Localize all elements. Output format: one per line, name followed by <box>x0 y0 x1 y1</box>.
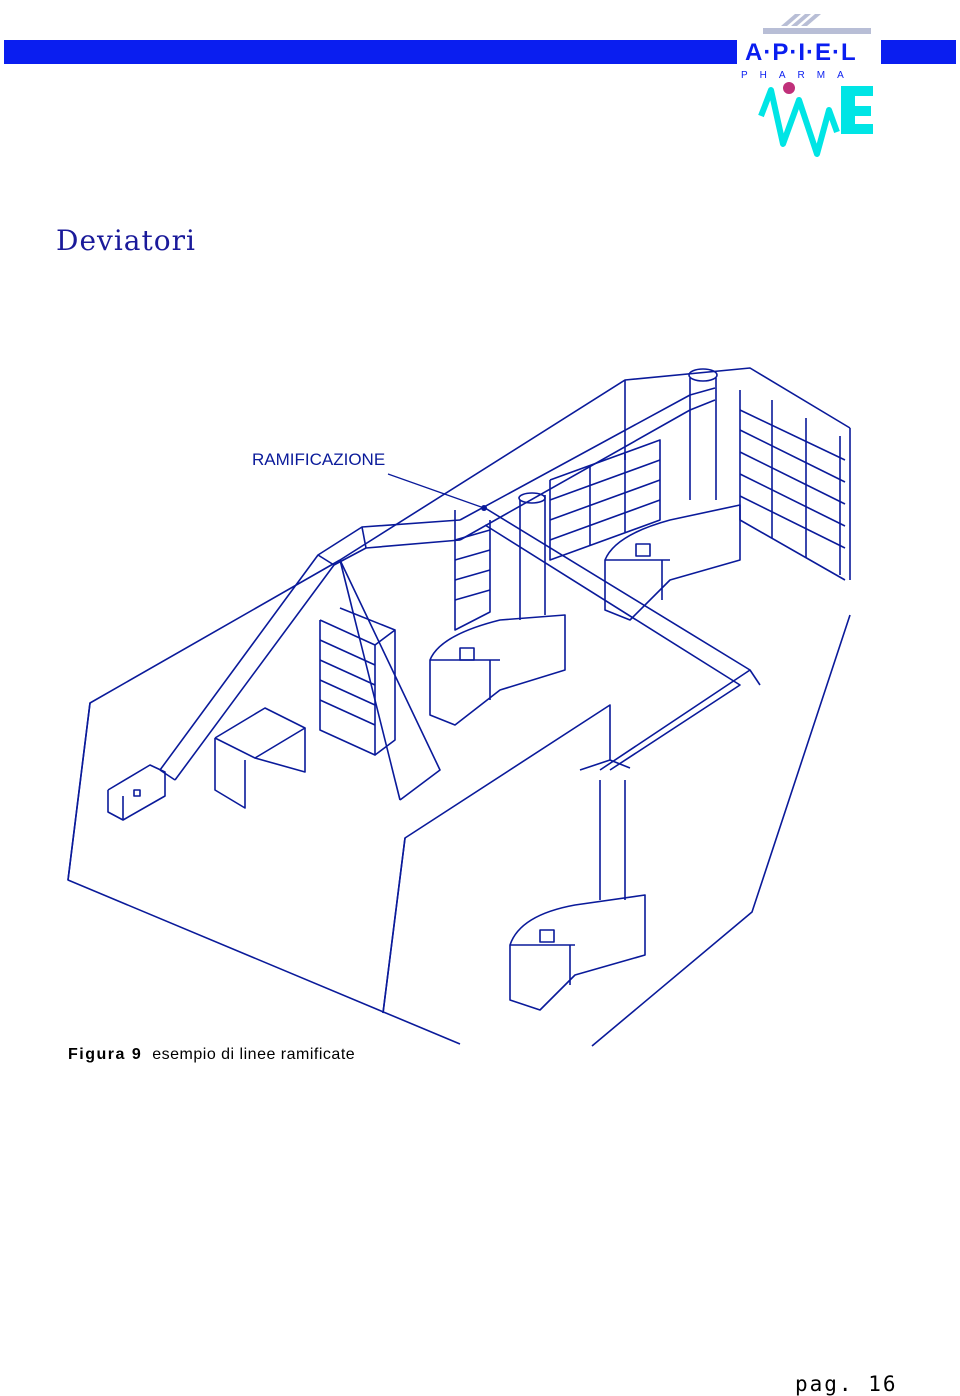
bench-front <box>509 894 646 1011</box>
logo-graphic: A·P·I·E·L PHARMA <box>741 14 873 157</box>
back-shelving <box>454 439 661 631</box>
figure-caption: Figura 9 esempio di linee ramificate <box>68 1046 355 1064</box>
page-title: Deviatori <box>56 224 196 257</box>
callout-label: RAMIFICAZIONE <box>252 450 385 469</box>
logo-e-icon <box>841 86 873 134</box>
logo-wing-icon <box>763 14 871 34</box>
room-left-wall <box>67 559 461 1045</box>
left-bookcase <box>319 607 396 756</box>
lab-branch-drawing: RAMIFICAZIONE <box>67 367 851 1047</box>
callout-leader <box>387 473 485 509</box>
logo-wave-icon <box>758 87 840 157</box>
logo-brand-text: A·P·I·E·L <box>745 39 857 66</box>
main-duct <box>159 519 461 781</box>
logo-sub-text: PHARMA <box>741 70 856 81</box>
bench-back-right <box>604 504 741 621</box>
logo-dot-icon <box>783 82 795 94</box>
caption-label: Figura 9 <box>68 1046 143 1063</box>
caption-text: esempio di linee ramificate <box>152 1046 356 1063</box>
branch-duct <box>484 507 761 900</box>
page-number: pag. 16 <box>795 1372 898 1396</box>
wall-control-unit <box>107 764 166 821</box>
desk <box>214 707 306 809</box>
branch-point <box>481 505 487 511</box>
bench-middle <box>429 614 566 726</box>
right-shelving <box>739 390 846 581</box>
apiel-pharma-logo: A·P·I·E·L PHARMA <box>737 4 881 174</box>
